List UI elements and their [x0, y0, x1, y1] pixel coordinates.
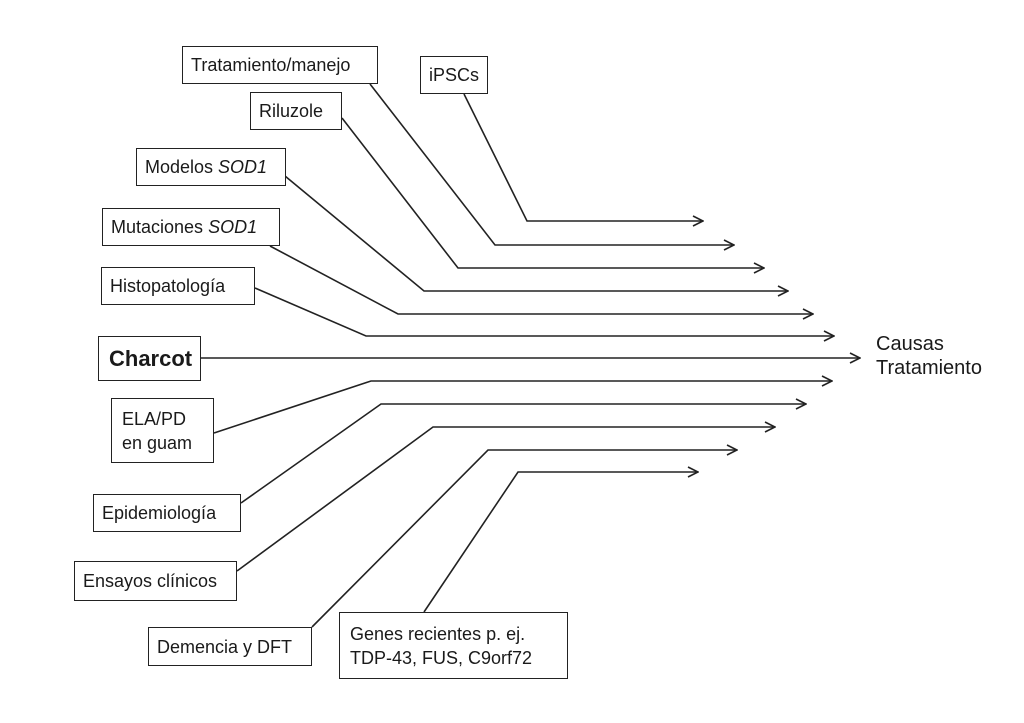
- connector-ipscs: [463, 93, 703, 221]
- connector-ensayos-clinicos: [236, 427, 775, 572]
- connector-epidemiologia: [240, 404, 806, 504]
- connector-demencia-dft: [311, 450, 737, 628]
- node-label: Mutaciones SOD1: [111, 217, 258, 237]
- node-label: Demencia y DFT: [157, 636, 293, 657]
- node-genes-recientes: Genes recientes p. ej. TDP-43, FUS, C9or…: [339, 612, 568, 679]
- node-label: Tratamiento/manejo: [191, 55, 351, 75]
- connector-genes-recientes: [423, 472, 698, 613]
- node-epidemiologia: Epidemiología: [93, 494, 241, 532]
- node-label: Ensayos clínicos: [83, 571, 218, 591]
- node-modelos-sod1: Modelos SOD1: [136, 148, 286, 186]
- connector-tratamiento-manejo: [369, 83, 734, 245]
- node-label: Epidemiología: [102, 503, 217, 523]
- connector-modelos-sod1: [284, 175, 788, 291]
- connector-histopatologia: [254, 287, 834, 336]
- node-label: Genes recientes p. ej. TDP-43, FUS, C9or…: [350, 623, 533, 668]
- target-label: Causas Tratamiento: [876, 333, 982, 379]
- node-label: ELA/PD en guam: [122, 408, 193, 453]
- node-ela-pd-guam: ELA/PD en guam: [111, 398, 214, 463]
- node-ensayos-clinicos: Ensayos clínicos: [74, 561, 237, 601]
- node-tratamiento-manejo: Tratamiento/manejo: [182, 46, 378, 84]
- connector-ela-pd-guam: [213, 381, 832, 434]
- node-label: iPSCs: [429, 65, 480, 85]
- connector-mutaciones-sod1: [269, 245, 813, 314]
- node-label: Charcot: [109, 345, 193, 371]
- node-ipscs: iPSCs: [420, 56, 488, 94]
- node-label: Riluzole: [259, 101, 324, 121]
- node-mutaciones-sod1: Mutaciones SOD1: [102, 208, 280, 246]
- node-histopatologia: Histopatología: [101, 267, 255, 305]
- node-riluzole: Riluzole: [250, 92, 342, 130]
- node-demencia-dft: Demencia y DFT: [148, 627, 312, 666]
- node-charcot: Charcot: [98, 336, 201, 381]
- connector-riluzole: [341, 117, 764, 268]
- node-label: Histopatología: [110, 276, 226, 296]
- node-label: Modelos SOD1: [145, 157, 268, 177]
